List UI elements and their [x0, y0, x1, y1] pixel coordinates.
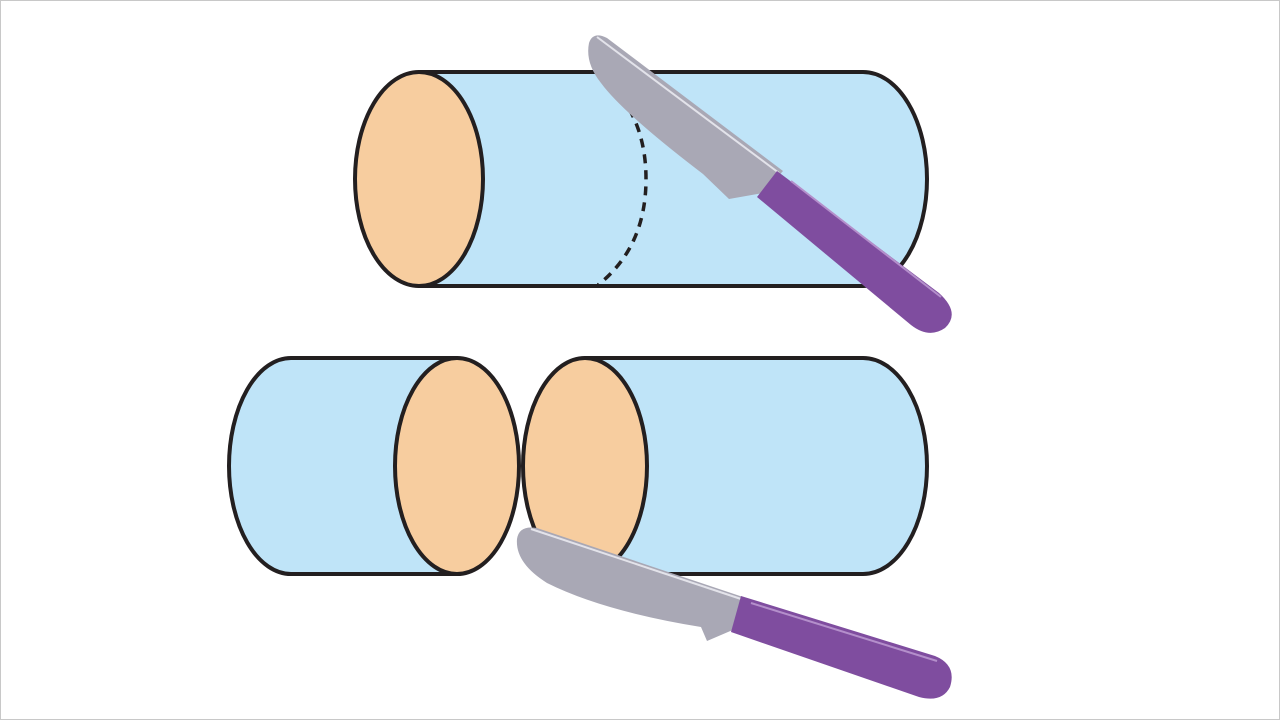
handle-highlight — [750, 602, 938, 662]
blade-edge-highlight — [530, 528, 742, 600]
knife-handle — [757, 171, 952, 333]
right-piece — [521, 356, 929, 576]
knife-blade — [588, 35, 783, 199]
handle-highlight — [790, 180, 942, 298]
knife-top — [588, 35, 952, 333]
blade-edge-highlight — [596, 36, 780, 174]
right-piece-body — [583, 356, 929, 576]
left-piece — [227, 356, 521, 576]
knife-handle — [731, 596, 952, 699]
knife-bottom — [516, 527, 952, 699]
knife-blade — [516, 527, 743, 641]
left-piece-cut-face — [393, 356, 521, 576]
left-piece-body — [227, 356, 459, 576]
cylinder-end-face — [353, 70, 485, 288]
